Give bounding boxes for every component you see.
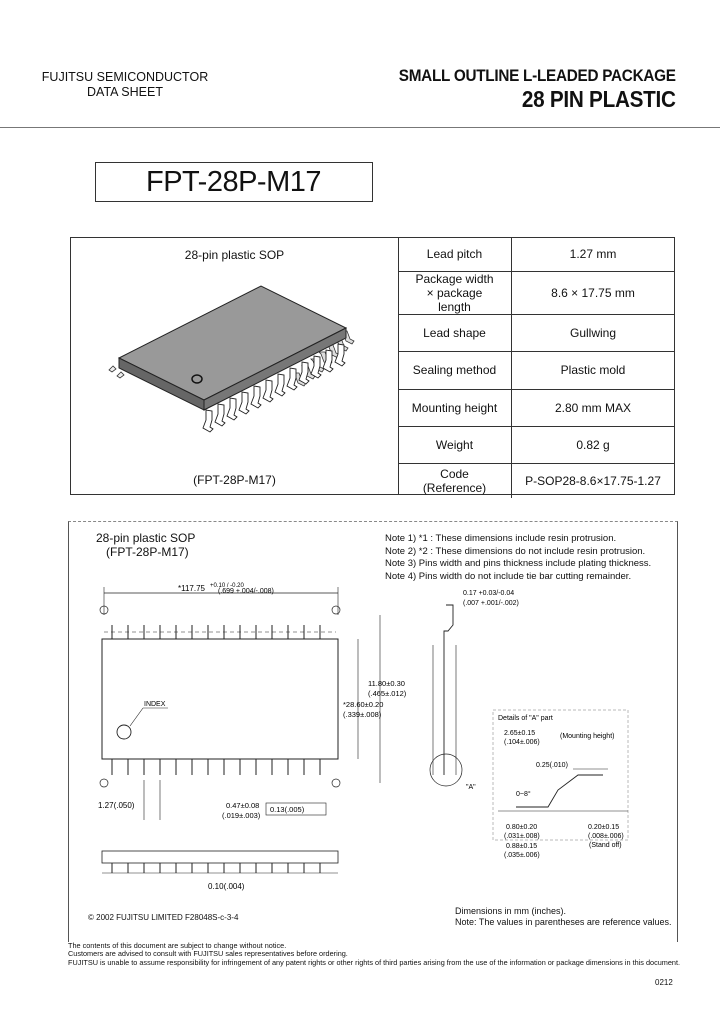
header-rule [0,127,720,128]
dim-lead-width: 0.47±0.08 [226,801,259,810]
dim-width-in: (.339±.008) [343,710,382,719]
index-circle [116,724,132,740]
dim-standoff-label: (Stand off) [589,842,622,849]
note-line: Note 1) *1 : These dimensions include re… [385,533,617,544]
spec-label: Lead shape [398,314,512,352]
dim-angle: 0~8° [516,790,531,798]
dim-lead-width-in: (.019±.003) [222,811,261,820]
pin-count-title: 28 PIN PLASTIC [522,86,676,112]
dim-standoff-in: (.008±.006) [588,833,624,840]
dimension-drawing: *117.75 +0.10 / -0.20 (.699 +.004/-.008)… [98,583,629,891]
spec-value: Plastic mold [511,351,674,390]
footer-disclaimer: The contents of this document are subjec… [68,941,718,967]
header-left: FUJITSU SEMICONDUCTOR DATA SHEET [0,70,250,100]
dim-width: *28.60±0.20 [343,700,383,709]
drawing-copyright: © 2002 FUJITSU LIMITED F28048S-c-3-4 [88,913,239,922]
spec-row: Lead shape Gullwing [398,314,674,352]
spec-label: Lead pitch [398,238,512,272]
bottom-lead-row [111,759,321,775]
dim-coplanarity: 0.10(.004) [208,882,245,891]
note-line: Note 3) Pins width and pins thickness in… [385,558,652,569]
spec-row: Code (Reference) P-SOP28-8.6×17.75-1.27 [398,463,674,498]
spec-panel: 28-pin plastic SOP [70,237,675,498]
dimension-note: Dimensions in mm (inches). Note: The val… [455,906,672,927]
dim-thickness: 0.17 +0.03/-0.04 [463,590,514,597]
note-line: Note 2) *2 : These dimensions do not inc… [385,545,646,557]
detail-title: Details of "A" part [498,715,553,722]
dim-thickness-in: (.007 +.001/-.002) [463,600,519,607]
drawing-notes: Note 1) *1 : These dimensions include re… [385,533,651,583]
dim-lead-tol: 0.13(.005) [270,805,305,814]
spec-row: Sealing method Plastic mold [398,351,674,390]
spec-label: Weight [398,426,512,464]
image-caption: (FPT-28P-M17) [193,473,276,487]
page-code: 0212 [655,978,673,987]
dim-length-tol: +0.10 / -0.20 [210,583,245,589]
dim-standoff: 0.20±0.15 [588,824,619,831]
dim-foot-len2: 0.88±0.15 [506,843,537,850]
index-label: INDEX [144,701,166,708]
dim-mount-h-in: (.104±.006) [504,739,540,746]
spec-value: 8.6 × 17.75 mm [511,271,674,315]
header-right: SMALL OUTLINE L-LEADED PACKAGE 28 PIN PL… [368,66,676,113]
dim-mount-h-label: (Mounting height) [560,733,614,740]
dim-height-total: 11.80±0.30 [368,679,405,688]
dim-length: *117.75 [178,584,206,593]
dim-pitch: 1.27(.050) [98,801,135,810]
package-3d-illustration [108,285,355,433]
footer-line: FUJITSU is unable to assume responsibili… [68,957,681,967]
index-mark [191,374,203,384]
part-number-box: FPT-28P-M17 [95,162,373,202]
detail-a-marker [429,753,463,787]
dim-foot-len2-in: (.035±.006) [504,852,540,859]
dim-length-in: (.699 +.004/-.008) [218,588,274,595]
spec-value: P-SOP28-8.6×17.75-1.27 [525,473,661,488]
drawing-title: 28-pin plastic SOP (FPT-28P-M17) [96,531,196,559]
dim-foot-len-in: (.031±.008) [504,833,540,840]
package-body-outline [101,638,339,760]
dim-gauge: 0.25(.010) [536,762,568,769]
spec-value: Gullwing [511,314,674,352]
spec-row: Package width × package length 8.6 × 17.… [398,271,674,315]
part-number: FPT-28P-M17 [146,165,322,198]
spec-label: Sealing method [398,351,512,390]
footer-line: Customers are advised to consult with FU… [68,949,348,959]
footer-line: The contents of this document are subjec… [68,941,287,950]
package-body-side [203,327,347,411]
dimension-drawing-frame [68,521,678,942]
spec-value: 2.80 mm MAX [511,389,674,427]
package-image-cell: 28-pin plastic SOP [71,238,399,494]
spec-label: Code (Reference) [398,463,512,498]
package-type: SMALL OUTLINE L-LEADED PACKAGE [399,66,676,85]
note-line: Note 4) Pins width do not include tie ba… [385,570,632,582]
spec-table: Lead pitch 1.27 mm Package width × packa… [398,238,674,498]
company-name: FUJITSU SEMICONDUCTOR [41,70,209,84]
top-lead-row [104,625,336,639]
dim-height-total-in: (.465±.012) [368,689,407,698]
detail-label: "A" [466,784,476,791]
dim-foot-len: 0.80±0.20 [506,824,537,831]
spec-value: 0.82 g [511,426,674,464]
spec-value: 1.27 mm [511,238,674,272]
spec-label: Package width × package length [398,271,512,315]
image-title: 28-pin plastic SOP [184,248,285,262]
spec-row: Mounting height 2.80 mm MAX [398,389,674,427]
doc-type: DATA SHEET [87,85,163,99]
side-profile [443,604,454,775]
spec-row: Lead pitch 1.27 mm [398,238,674,272]
spec-row: Weight 0.82 g [398,426,674,464]
spec-label: Mounting height [398,389,512,427]
dim-mount-h: 2.65±0.15 [504,730,535,737]
